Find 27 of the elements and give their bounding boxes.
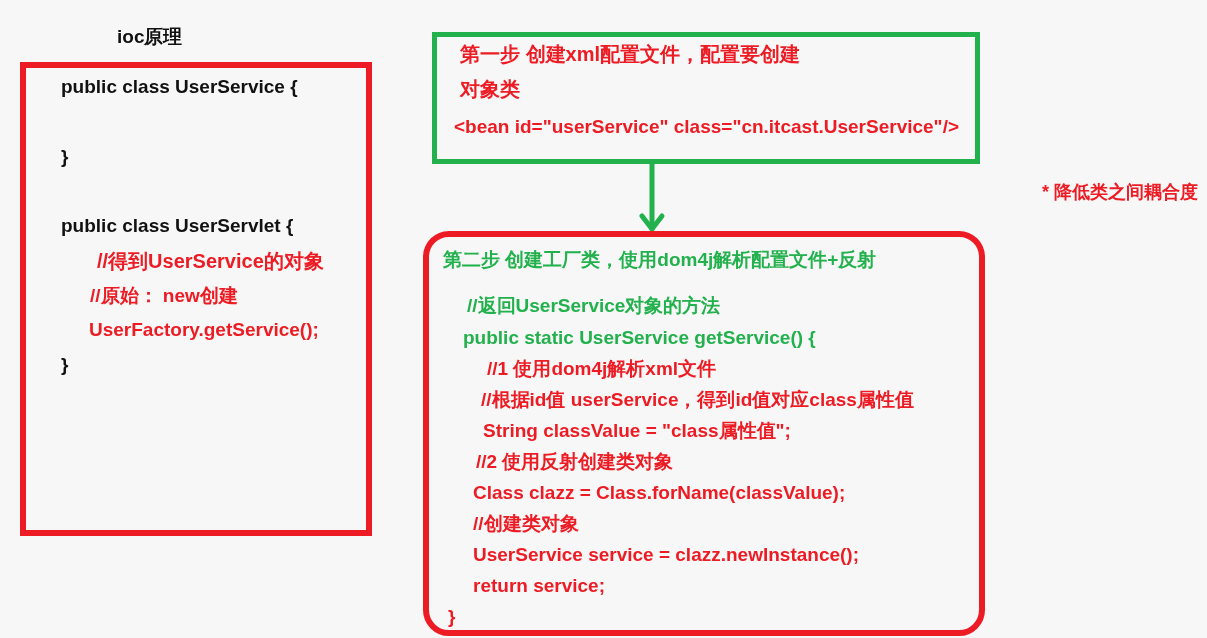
code-line: } (61, 145, 69, 169)
code-line: } (448, 605, 456, 629)
code-line: UserService service = clazz.newInstance(); (473, 543, 859, 567)
code-comment: //得到UserService的对象 (97, 249, 324, 273)
code-comment: //1 使用dom4j解析xml文件 (487, 357, 717, 381)
code-box (20, 62, 372, 536)
note-text: * 降低类之间耦合度 (1042, 181, 1198, 204)
code-comment: //2 使用反射创建类对象 (476, 450, 674, 474)
step-box (432, 32, 980, 164)
code-comment: //创建类对象 (473, 512, 579, 536)
diagram-title: ioc原理 (117, 25, 183, 49)
code-line: public class UserService { (61, 75, 298, 99)
code-line: public static UserService getService() { (463, 326, 816, 350)
code-line: Class clazz = Class.forName(classValue); (473, 481, 846, 505)
code-comment: //原始： new创建 (90, 284, 238, 308)
step-box (423, 231, 985, 636)
code-comment: //返回UserService对象的方法 (467, 294, 721, 318)
code-line: <bean id="userService" class="cn.itcast.UserService"/> (454, 115, 959, 139)
step-heading: 第一步 创建xml配置文件，配置要创建对象类 (460, 41, 802, 102)
arrow (639, 161, 665, 232)
step-heading: 第二步 创建工厂类，使用dom4j解析配置文件+反射 (443, 248, 877, 272)
code-comment: //根据id值 userService，得到id值对应class属性值 (481, 388, 914, 412)
code-line: UserFactory.getService(); (89, 318, 319, 342)
code-line: return service; (473, 574, 605, 598)
code-line: String classValue = "class属性值"; (483, 419, 791, 443)
code-line: public class UserServlet { (61, 214, 294, 238)
code-line: } (61, 353, 69, 377)
